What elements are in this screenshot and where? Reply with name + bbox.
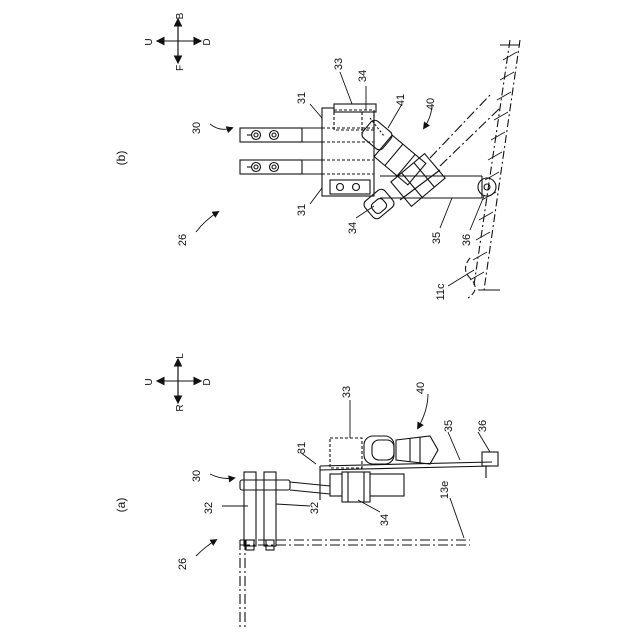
label-b-26: 26 xyxy=(177,234,189,246)
label-a-30: 30 xyxy=(191,470,203,482)
compass-a-down: R xyxy=(175,404,186,411)
arm-31-a xyxy=(240,472,404,502)
label-a-35: 35 xyxy=(443,420,455,432)
compass-b-right: D xyxy=(202,38,213,45)
label-a-33: 33 xyxy=(341,386,353,398)
label-a-31: 31 xyxy=(296,442,308,454)
label-a-26: 26 xyxy=(177,558,189,570)
label-b-35: 35 xyxy=(431,232,443,244)
label-b-31-top: 31 xyxy=(296,92,308,104)
cylinder-41 xyxy=(374,135,426,185)
compass-b: B F U D xyxy=(144,12,213,71)
label-b-31-bottom: 31 xyxy=(296,204,308,216)
labels-a: 30 26 32 32 31 33 34 40 35 36 13e xyxy=(177,382,489,570)
bar-35-b xyxy=(380,176,496,198)
compass-a: L R U D xyxy=(144,353,213,412)
label-b-11c: 11c xyxy=(435,283,447,300)
cylinder-40-a xyxy=(364,436,438,464)
label-a-34: 34 xyxy=(379,514,391,526)
label-a-13e: 13e xyxy=(439,481,451,499)
label-b-30: 30 xyxy=(191,122,203,134)
label-a-32-left: 32 xyxy=(203,502,215,514)
compass-b-up: B xyxy=(175,12,186,19)
block-33 xyxy=(330,438,362,468)
compass-b-down: F xyxy=(175,65,186,71)
label-a-40: 40 xyxy=(415,382,427,394)
compass-a-up: L xyxy=(175,353,186,359)
compass-a-right: D xyxy=(202,378,213,385)
hinge-joint-34-bottom xyxy=(362,187,396,221)
arm-31-bottom xyxy=(240,160,322,174)
figure-b-panel-label: (b) xyxy=(114,151,128,166)
label-b-40: 40 xyxy=(425,98,437,110)
figure-a: (a) L R U D xyxy=(114,353,498,628)
base-block-b xyxy=(322,104,376,196)
label-b-34-top: 34 xyxy=(357,70,369,82)
compass-b-left: U xyxy=(144,38,155,45)
label-b-41: 41 xyxy=(395,94,407,106)
figure-b: (b) B F U D xyxy=(114,12,520,300)
label-a-36: 36 xyxy=(477,420,489,432)
arm-31-top xyxy=(240,128,322,142)
compass-a-left: U xyxy=(144,378,155,385)
label-b-34-bottom: 34 xyxy=(347,222,359,234)
wall-13e xyxy=(240,540,470,628)
sight-lines-b xyxy=(430,95,500,166)
hinge-joint-34-top xyxy=(360,118,394,152)
wall-11c xyxy=(465,40,520,298)
figure-a-panel-label: (a) xyxy=(114,498,128,513)
label-b-33: 33 xyxy=(333,58,345,70)
bracket-32 xyxy=(244,472,276,550)
label-a-32-right: 32 xyxy=(309,502,321,514)
label-b-36: 36 xyxy=(461,234,473,246)
